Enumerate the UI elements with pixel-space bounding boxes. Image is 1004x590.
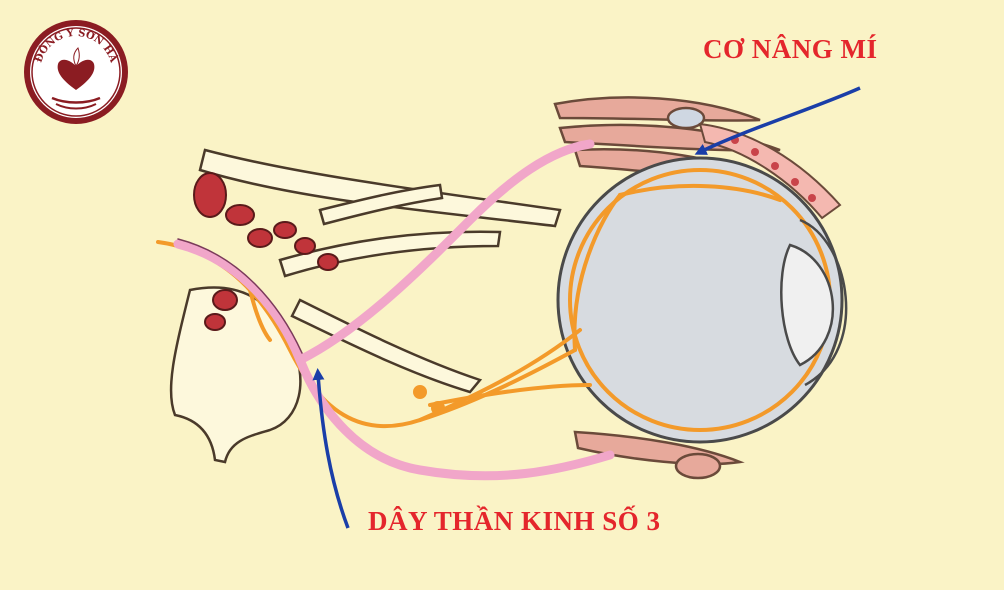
lower-eye-muscles [573, 430, 745, 480]
eyeball [556, 156, 848, 444]
heart-leaf-icon [51, 47, 101, 110]
upper-eyelid [698, 122, 842, 220]
levator-muscle-label: CƠ NÂNG MÍ [703, 34, 878, 64]
nerve-arrow [312, 368, 350, 529]
optic-tissue [169, 148, 562, 464]
pink-nerve-outline [177, 238, 303, 354]
muscle-arrow [694, 86, 861, 155]
pointer-arrows [312, 86, 861, 529]
blood-vessels [193, 172, 339, 331]
oculomotor-nerve-label: DÂY THẦN KINH SỐ 3 [368, 506, 661, 536]
brand-logo: ĐÔNG Y SƠN HÀ [24, 20, 128, 124]
pink-nerve [173, 139, 615, 481]
